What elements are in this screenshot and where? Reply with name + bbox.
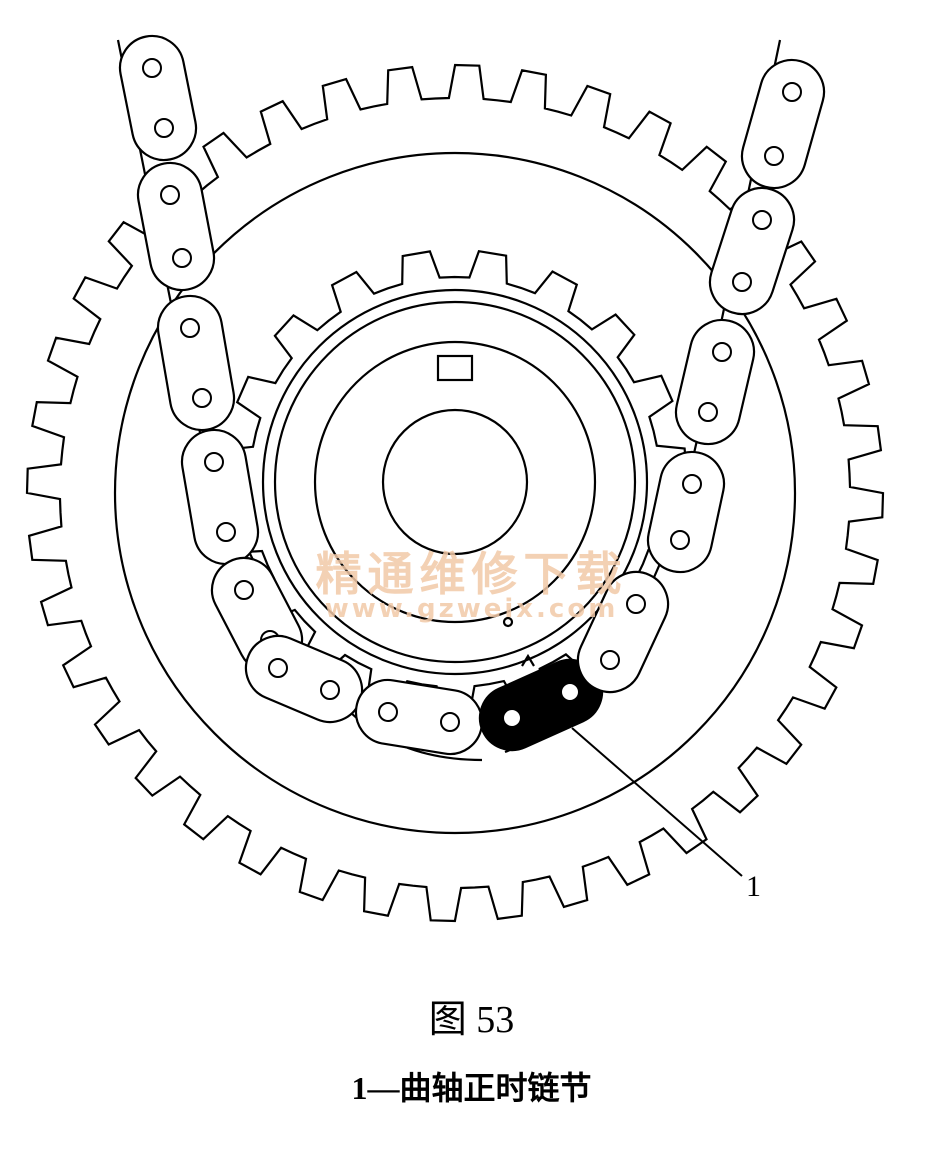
timing-chain-diagram	[25, 34, 885, 923]
chain-pin	[626, 594, 646, 614]
timing-chain	[118, 34, 826, 756]
large-sprocket-inner-ring	[113, 151, 797, 835]
chain-pin	[782, 82, 802, 102]
chain-pin	[172, 248, 192, 268]
chain-pin	[698, 402, 718, 422]
chain-pin	[192, 388, 212, 408]
chain-link	[646, 450, 726, 574]
chain-pin	[732, 272, 752, 292]
chain-pin	[560, 682, 580, 702]
chain-pin	[160, 185, 180, 205]
chain-pin	[378, 702, 398, 722]
large-sprocket	[25, 63, 885, 923]
chain-link	[354, 678, 484, 756]
chain-pin	[204, 452, 224, 472]
callout-leader-line	[571, 727, 743, 877]
chain-pin	[670, 530, 690, 550]
crank-hub-ring	[313, 340, 597, 624]
crank-ring-mid	[273, 300, 637, 664]
figure-caption: 1—曲轴正时链节	[351, 1070, 592, 1106]
chain-pin	[752, 210, 772, 230]
figure-number: 图 53	[428, 999, 515, 1041]
keyway-slot	[436, 354, 474, 382]
chain-pin	[440, 712, 460, 732]
chain-pin	[320, 680, 340, 700]
chain-pin	[600, 650, 620, 670]
chain-pin	[154, 118, 174, 138]
crank-bore	[381, 408, 529, 556]
callout-label-1: 1	[746, 870, 761, 903]
chain-link	[740, 58, 826, 190]
chain-link	[136, 161, 216, 292]
timing-mark-dot	[502, 616, 514, 628]
chain-pin	[268, 658, 288, 678]
timing-mark-arrow	[521, 653, 535, 667]
crank-ring-outer	[261, 288, 649, 676]
chain-pin	[234, 580, 254, 600]
chain-pin	[142, 58, 162, 78]
chain-pin	[180, 318, 200, 338]
chain-pin	[502, 708, 522, 728]
chain-link	[156, 294, 236, 432]
chain-pin	[764, 146, 784, 166]
chain-pin	[712, 342, 732, 362]
chain-link	[674, 318, 756, 446]
chain-link	[708, 186, 796, 316]
chain-link	[118, 34, 198, 162]
chain-pin	[682, 474, 702, 494]
chain-pin	[216, 522, 236, 542]
